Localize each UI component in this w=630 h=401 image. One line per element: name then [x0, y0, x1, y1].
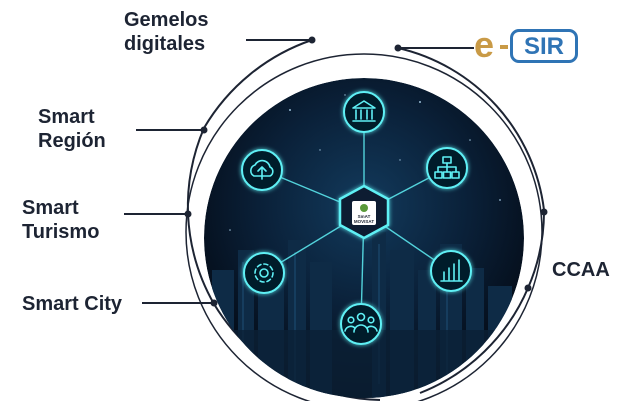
- center-hub: SmAT MOVISAT: [338, 184, 390, 240]
- bar-chart-icon: [440, 259, 463, 282]
- label-ccaa: CCAA: [552, 259, 610, 281]
- connector-dot-region: [200, 126, 208, 134]
- cloud-upload-icon: [250, 159, 274, 180]
- outer-ring-arc-lower-left: [187, 213, 215, 305]
- logo-name-text: MOVISAT: [354, 219, 374, 224]
- outer-ring-arc-left: [186, 127, 205, 215]
- connector-dot-ccaa: [524, 284, 532, 292]
- label-gemelos-line2: digitales: [124, 33, 206, 55]
- label-gemelos-digitales: Gemelos digitales: [124, 8, 208, 56]
- connector-dot-esir: [394, 44, 402, 52]
- label-region-line1: Smart: [38, 106, 95, 128]
- node-people: [340, 303, 382, 345]
- connector-dot-turismo: [184, 210, 192, 218]
- outer-ring-arc-right: [397, 47, 545, 211]
- people-icon: [344, 312, 378, 333]
- inner-ring: [185, 53, 543, 401]
- node-gear: [243, 252, 285, 294]
- stars: [229, 94, 501, 231]
- outer-ring-arc-ccaa: [527, 211, 545, 289]
- label-turismo-line1: Smart: [22, 197, 79, 219]
- label-gemelos-line1: Gemelos: [124, 9, 209, 31]
- connector-dot-gemelos: [308, 36, 316, 44]
- connector-dot-city: [210, 299, 218, 307]
- label-turismo-line2: Turismo: [22, 221, 100, 243]
- label-region-line2: Región: [38, 130, 106, 152]
- esir-sir: SIR: [523, 33, 564, 60]
- hierarchy-icon: [434, 156, 460, 179]
- label-smart-turismo: Smart Turismo: [22, 196, 99, 244]
- esir-e: e: [474, 24, 495, 65]
- node-chart: [430, 250, 472, 292]
- esir-box: SIR: [510, 29, 578, 63]
- label-smart-city: Smart City: [22, 293, 123, 315]
- logo-small-text: SmAT: [358, 214, 371, 219]
- label-smart-region: Smart Región: [38, 105, 106, 153]
- gear-icon: [254, 263, 274, 283]
- esir-logo: e SIR: [474, 25, 584, 65]
- outer-ring-arc-top: [203, 39, 313, 129]
- movisat-logo: [352, 201, 376, 225]
- esir-dash: [500, 45, 508, 49]
- bank-icon: [352, 100, 376, 122]
- outer-ring-arc-bottom-right: [419, 287, 529, 394]
- connector-dot-ccaa-top: [540, 208, 548, 216]
- node-bank: [343, 91, 385, 133]
